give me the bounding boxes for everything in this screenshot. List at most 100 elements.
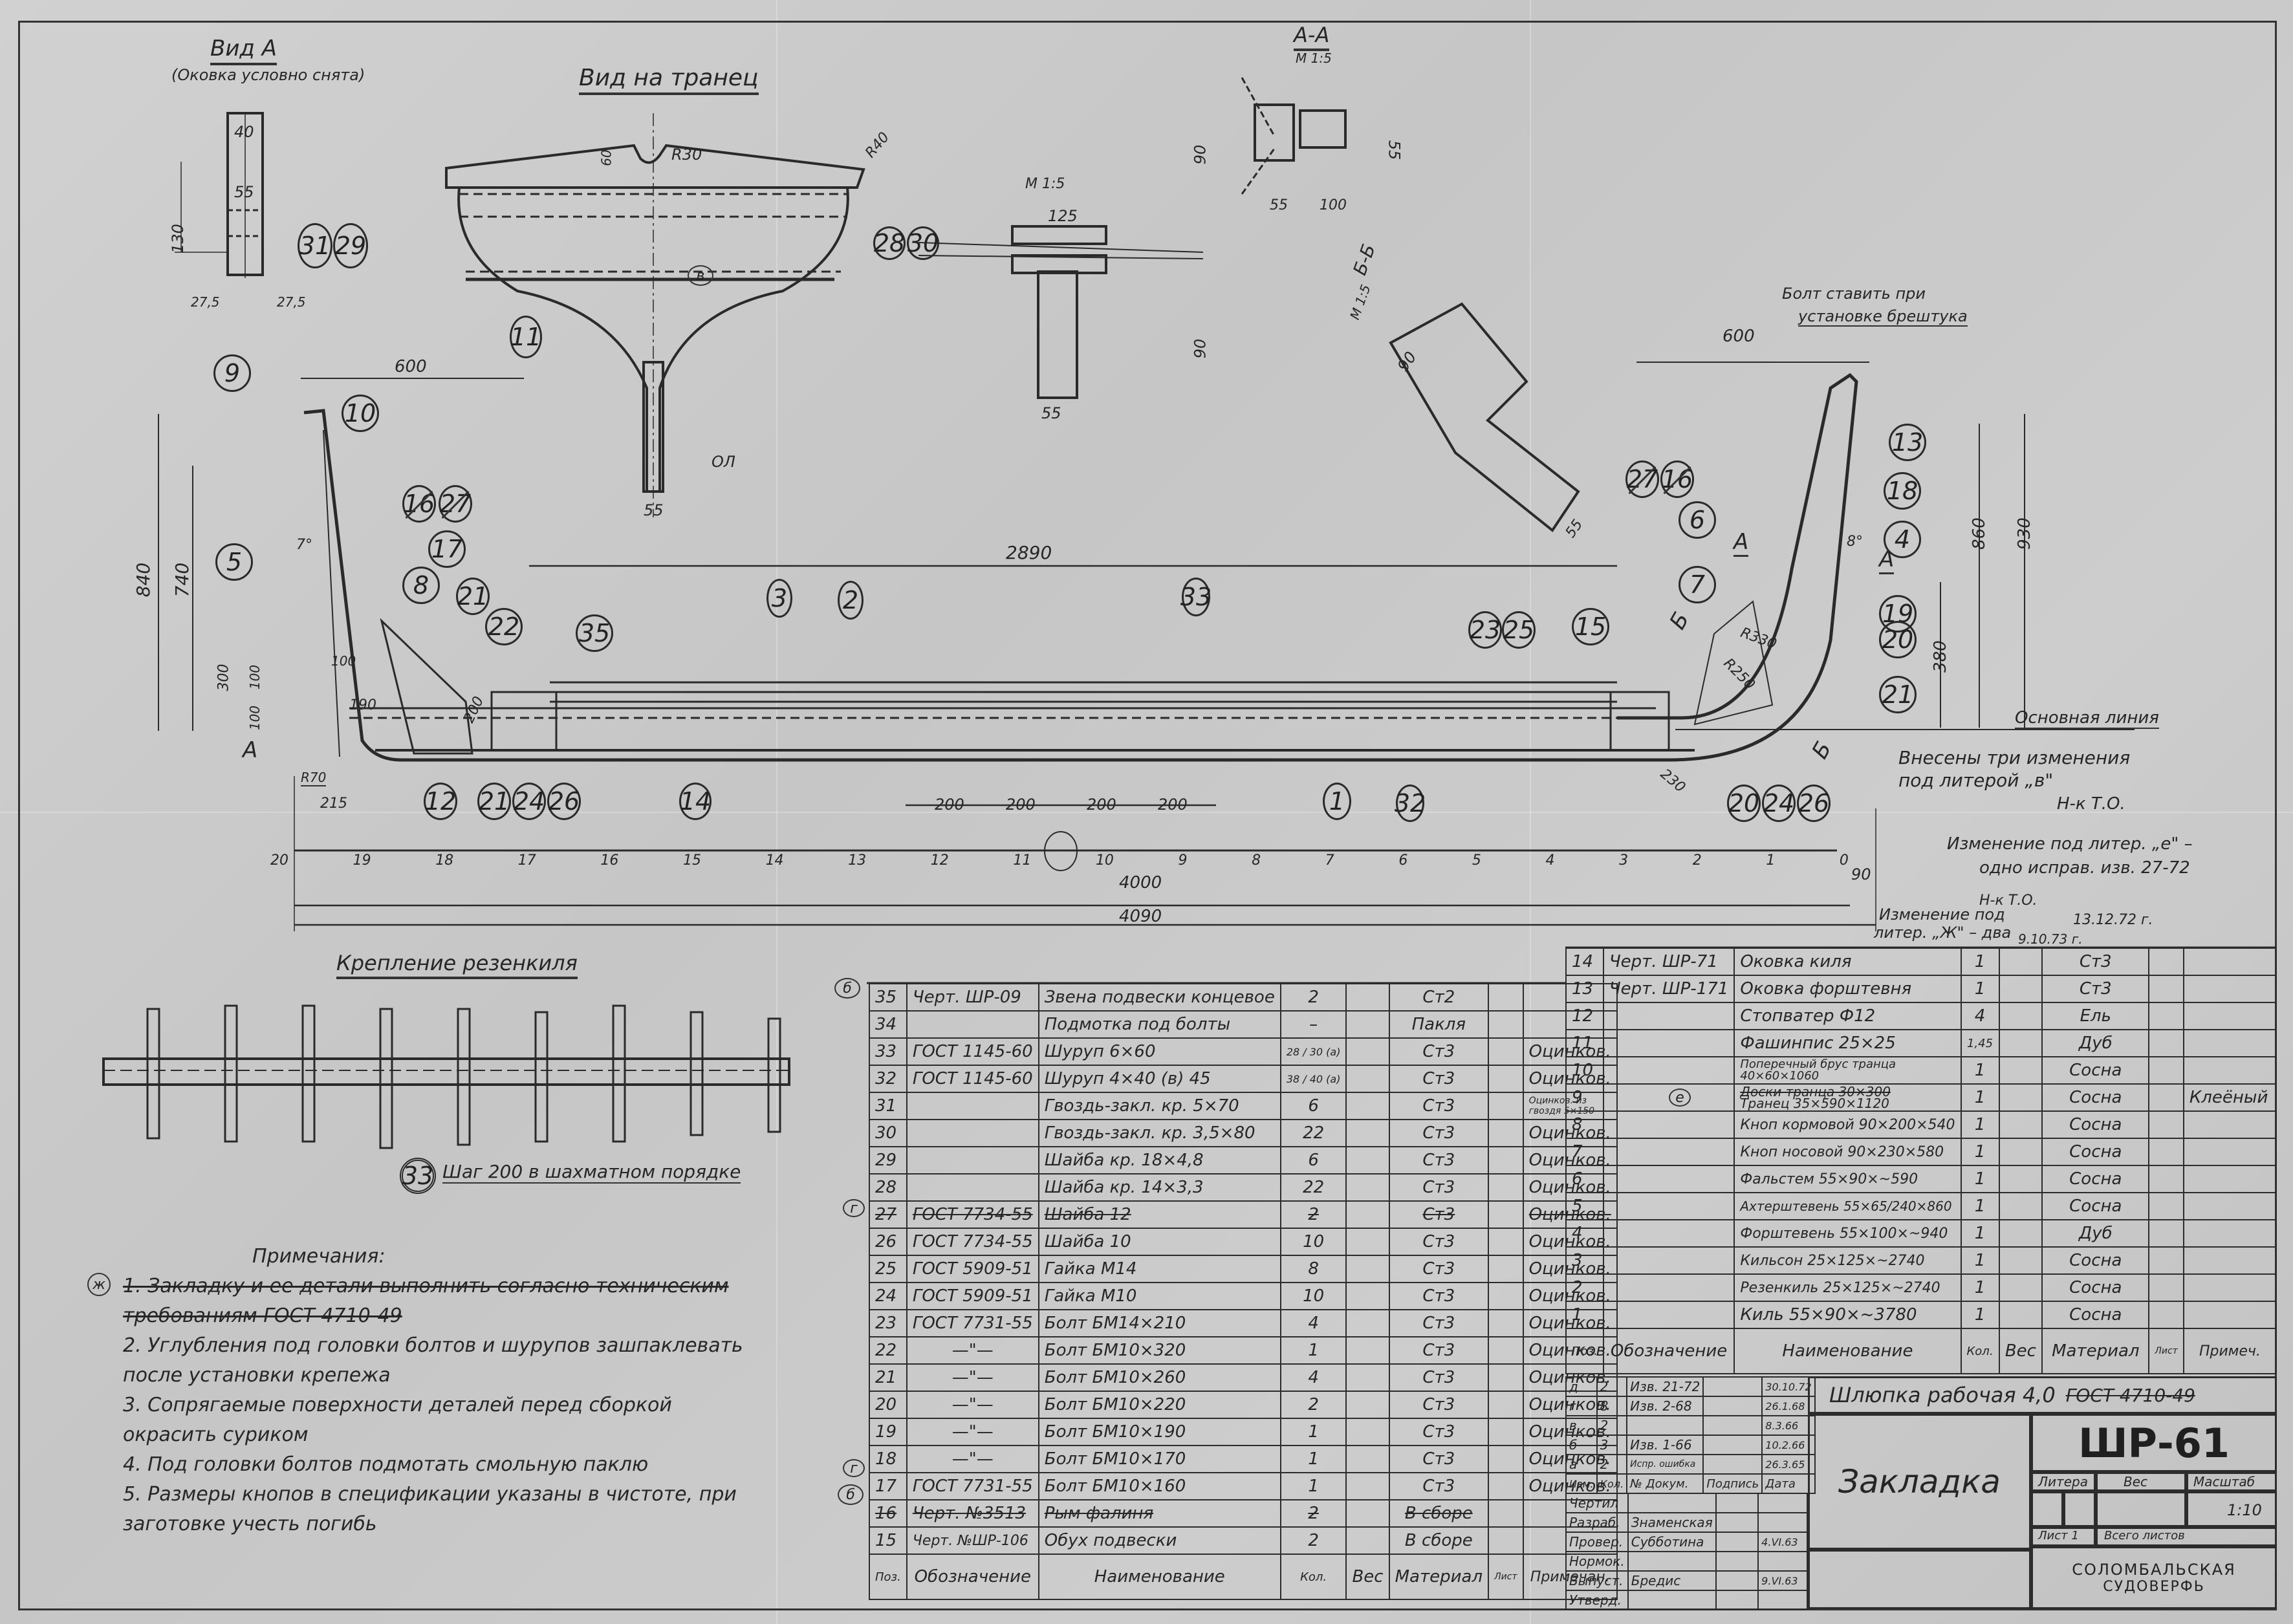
angle-label: 8° (1847, 534, 1863, 550)
callout-bubble: 26 (1797, 785, 1831, 822)
ref-cell: ГОСТ 7731-55 (906, 1472, 1039, 1500)
note-item: 2. Углубления под головки болтов и шуруп… (123, 1334, 743, 1387)
pos-cell: 20 (869, 1391, 907, 1419)
column-header: Изм. (1565, 1473, 1598, 1494)
weight-cell (1345, 1092, 1390, 1120)
weight-cell (1345, 1010, 1390, 1039)
callout-bubble: 23 (1468, 611, 1502, 649)
weight-cell (1998, 1219, 2043, 1248)
sheet-cell (1488, 1255, 1524, 1283)
callout-bubble: 31 (298, 223, 332, 268)
callout-bubble: 3 (766, 579, 792, 618)
callout-bubble: 13 (1889, 424, 1926, 461)
qty-cell: 4 (1279, 1363, 1347, 1392)
product-name-cell: Шлюпка рабочая 4,0 ГОСТ 4710-49 (1808, 1376, 2277, 1414)
dim-label: 55 (1041, 404, 1061, 422)
material-cell: В сборе (1388, 1526, 1490, 1555)
sheet-number: Лист 1 (2038, 1529, 2079, 1543)
ref-cell: ГОСТ 5909-51 (906, 1255, 1039, 1283)
callout-bubble: 30 (907, 226, 939, 260)
name-cell: Болт БМ10×170 (1038, 1445, 1281, 1473)
dim-label: 200 (935, 796, 964, 814)
dim-label: 2890 (1006, 542, 1052, 563)
pos-cell: 24 (869, 1282, 907, 1310)
qty-cell: 1 (1960, 1056, 2000, 1085)
material-cell: Сосна (2041, 1165, 2150, 1193)
transom-view-title: Вид на транец (579, 65, 759, 95)
material-cell: Дуб (2041, 1029, 2150, 1057)
sig-signature (1715, 1532, 1759, 1552)
weight-cell (1998, 947, 2043, 976)
material-cell: Сосна (2041, 1246, 2150, 1275)
column-header: Поз. (1565, 1328, 1604, 1374)
weight-cell (1998, 975, 2043, 1003)
sheet-cell (1488, 1418, 1524, 1446)
name-cell: Кильсон 25×125×~2740 (1733, 1246, 1962, 1275)
dim-label: 90 (1851, 865, 1871, 883)
material-cell: Ст3 (1388, 1200, 1490, 1229)
material-cell: Ст3 (1388, 1228, 1490, 1256)
column-header: Материал (2041, 1328, 2150, 1374)
material-cell: Сосна (2041, 1273, 2150, 1302)
change-note-zh: литер. „Ж" – два (1874, 924, 2012, 942)
sig-name: Знаменская (1627, 1512, 1717, 1533)
centerline-label: ОЛ (712, 453, 735, 471)
callout-bubble: 2 (838, 581, 864, 620)
sheet-cell (1488, 1363, 1524, 1392)
name-cell: Гайка М10 (1038, 1282, 1281, 1310)
material-cell: Ст3 (1388, 1146, 1490, 1175)
ref-cell (1602, 1192, 1735, 1220)
qty-cell: 2 (1279, 1526, 1347, 1555)
table-header-row: Поз. Обозначение Наименование Кол. Вес М… (1565, 1328, 2277, 1374)
pos-cell: 34 (869, 1010, 907, 1039)
change-note-v-sign: Н-к Т.О. (2057, 794, 2125, 814)
name-cell: Шайба 12 (1038, 1200, 1281, 1229)
column-header: Вес (1998, 1328, 2043, 1374)
material-cell: Сосна (2041, 1138, 2150, 1166)
material-cell: Дуб (2041, 1219, 2150, 1248)
rev-doc (1626, 1415, 1704, 1436)
signature-table: Чертил Разраб.Знаменская Провер.Субботин… (1565, 1493, 1808, 1610)
sig-role: Разраб. (1565, 1512, 1629, 1533)
revision-marker: б (834, 978, 860, 999)
callout-bubble: 33 (1180, 578, 1212, 616)
qty-cell: 8 (1279, 1255, 1347, 1283)
section-aa-title: А-А (1294, 23, 1330, 51)
drawing-code-cell: ШР-61 (2031, 1414, 2277, 1472)
sheet-cell (1488, 1336, 1524, 1365)
qty-cell: – (1279, 1010, 1347, 1039)
rev-signature (1702, 1454, 1763, 1475)
pos-cell: 8 (1565, 1110, 1604, 1139)
dim-label: 740 (171, 562, 193, 598)
pos-cell: 17 (869, 1472, 907, 1500)
ref-cell (1602, 1301, 1735, 1329)
pos-cell: 35 (869, 983, 907, 1012)
rev-signature (1702, 1415, 1763, 1436)
sig-name: Субботина (1627, 1532, 1717, 1552)
station-label: 4 (1545, 852, 1555, 869)
ref-cell: ГОСТ 7734-55 (906, 1228, 1039, 1256)
pos-cell: 3 (1565, 1246, 1604, 1275)
note-cell (2182, 1219, 2277, 1248)
pos-cell: 32 (869, 1065, 907, 1093)
material-cell: Ст3 (1388, 1445, 1490, 1473)
dim-label: 860 (1969, 517, 1989, 550)
callout-bubble: 35 (576, 614, 613, 652)
weight-cell (1345, 1445, 1390, 1473)
name-cell: Стопватер Ф12 (1733, 1002, 1962, 1030)
qty-cell: 1 (1960, 1165, 2000, 1193)
sheet-cell (1488, 1526, 1524, 1555)
name-cell: Шайба кр. 18×4,8 (1038, 1146, 1281, 1175)
station-label: 2 (1692, 852, 1702, 869)
station-scale: 20 19 18 17 16 15 14 13 12 11 10 9 8 7 6… (270, 852, 1849, 869)
column-header: Наименование (1038, 1554, 1281, 1600)
qty-cell: 1 (1960, 975, 2000, 1003)
dim-label: 125 (1048, 207, 1078, 225)
bow-note-line2: установке брештука (1798, 307, 1968, 327)
